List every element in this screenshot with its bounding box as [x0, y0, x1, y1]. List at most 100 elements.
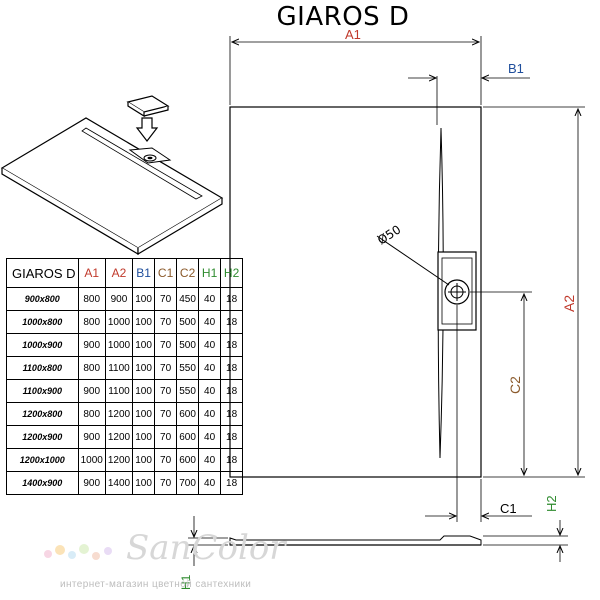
- cell-h2: 18: [220, 310, 244, 334]
- table-row: 1100x900 900 1100 100 70 550 40 18: [6, 379, 244, 403]
- cell-a2: 1200: [104, 425, 134, 449]
- row-model: 1100x900: [6, 379, 79, 403]
- cell-b1: 100: [132, 471, 156, 495]
- page-title: GIAROS D: [276, 2, 410, 32]
- cell-c1: 70: [154, 356, 178, 380]
- row-model: 1100x800: [6, 356, 79, 380]
- table-row: 1200x900 900 1200 100 70 600 40 18: [6, 425, 244, 449]
- cell-b1: 100: [132, 287, 156, 311]
- col-header-c1: C1: [154, 258, 178, 288]
- cell-h2: 18: [220, 425, 244, 449]
- cell-h1: 40: [198, 356, 222, 380]
- cell-c2: 500: [176, 333, 200, 357]
- cell-c1: 70: [154, 310, 178, 334]
- cell-a1: 800: [77, 287, 106, 311]
- cell-h2: 18: [220, 287, 244, 311]
- col-header-c2: C2: [176, 258, 200, 288]
- cell-h1: 40: [198, 310, 222, 334]
- dim-label-a2: A2: [561, 295, 577, 312]
- dim-label-h2: H2: [544, 495, 559, 512]
- cell-b1: 100: [132, 356, 156, 380]
- cell-c2: 600: [176, 425, 200, 449]
- cell-a2: 1000: [104, 333, 134, 357]
- table-row: 1200x1000 1000 1200 100 70 600 40 18: [6, 448, 244, 472]
- dim-label-c1: C1: [500, 501, 517, 516]
- cell-a2: 1000: [104, 310, 134, 334]
- cell-a1: 800: [77, 402, 106, 426]
- cell-a1: 800: [77, 356, 106, 380]
- col-header-a2: A2: [104, 258, 134, 288]
- row-model: 1200x1000: [6, 448, 79, 472]
- cell-b1: 100: [132, 448, 156, 472]
- cell-c2: 600: [176, 402, 200, 426]
- dim-label-b1: B1: [508, 61, 524, 76]
- cell-a2: 900: [104, 287, 134, 311]
- cell-a1: 800: [77, 310, 106, 334]
- cell-c2: 550: [176, 379, 200, 403]
- table-row: 900x800 800 900 100 70 450 40 18: [6, 287, 244, 311]
- table-row: 1200x800 800 1200 100 70 600 40 18: [6, 402, 244, 426]
- table-row: 1100x800 800 1100 100 70 550 40 18: [6, 356, 244, 380]
- cell-b1: 100: [132, 310, 156, 334]
- cell-h1: 40: [198, 425, 222, 449]
- row-model: 1000x800: [6, 310, 79, 334]
- cell-h1: 40: [198, 333, 222, 357]
- row-model: 1000x900: [6, 333, 79, 357]
- dimensions-table: GIAROS D A1 A2 B1 C1 C2 H1 H2 900x800 80…: [6, 258, 244, 495]
- cell-h1: 40: [198, 379, 222, 403]
- row-model: 1200x800: [6, 402, 79, 426]
- dim-label-c2: C2: [507, 376, 523, 394]
- cell-h1: 40: [198, 402, 222, 426]
- cell-a1: 900: [77, 471, 106, 495]
- cell-c1: 70: [154, 402, 178, 426]
- cell-c1: 70: [154, 425, 178, 449]
- cell-h2: 18: [220, 471, 244, 495]
- dim-label-a1: A1: [345, 27, 361, 42]
- cell-c2: 550: [176, 356, 200, 380]
- cell-a1: 900: [77, 425, 106, 449]
- cell-c1: 70: [154, 471, 178, 495]
- dimension-lines: [188, 36, 585, 566]
- cell-b1: 100: [132, 425, 156, 449]
- col-header-a1: A1: [77, 258, 106, 288]
- col-header-h2: H2: [220, 258, 244, 288]
- cell-c1: 70: [154, 333, 178, 357]
- cell-b1: 100: [132, 379, 156, 403]
- row-model: 1400x900: [6, 471, 79, 495]
- cell-c2: 450: [176, 287, 200, 311]
- watermark-brand: SanColor: [126, 528, 286, 568]
- row-model: 900x800: [6, 287, 79, 311]
- cell-h2: 18: [220, 333, 244, 357]
- table-row: 1000x900 900 1000 100 70 500 40 18: [6, 333, 244, 357]
- cell-c1: 70: [154, 287, 178, 311]
- cell-a2: 1400: [104, 471, 134, 495]
- cell-h1: 40: [198, 471, 222, 495]
- cell-h2: 18: [220, 379, 244, 403]
- col-header-b1: B1: [132, 258, 156, 288]
- row-model: 1200x900: [6, 425, 79, 449]
- cell-c2: 600: [176, 448, 200, 472]
- cell-h1: 40: [198, 448, 222, 472]
- cell-a1: 1000: [77, 448, 106, 472]
- cell-c2: 500: [176, 310, 200, 334]
- cell-c1: 70: [154, 379, 178, 403]
- col-header-model: GIAROS D: [6, 258, 79, 288]
- cell-h1: 40: [198, 287, 222, 311]
- cell-a2: 1200: [104, 402, 134, 426]
- cell-b1: 100: [132, 333, 156, 357]
- dim-label-h1: H1: [179, 574, 193, 590]
- cell-a2: 1100: [104, 379, 134, 403]
- tray-top-view: [229, 106, 482, 478]
- cell-a1: 900: [77, 333, 106, 357]
- table-row: 1400x900 900 1400 100 70 700 40 18: [6, 471, 244, 495]
- cell-a2: 1200: [104, 448, 134, 472]
- cell-b1: 100: [132, 402, 156, 426]
- cell-c2: 700: [176, 471, 200, 495]
- table-row: 1000x800 800 1000 100 70 500 40 18: [6, 310, 244, 334]
- watermark-tagline: интернет-магазин цветной сантехники: [60, 579, 252, 590]
- cell-h2: 18: [220, 356, 244, 380]
- cell-c1: 70: [154, 448, 178, 472]
- cell-a1: 900: [77, 379, 106, 403]
- col-header-h1: H1: [198, 258, 222, 288]
